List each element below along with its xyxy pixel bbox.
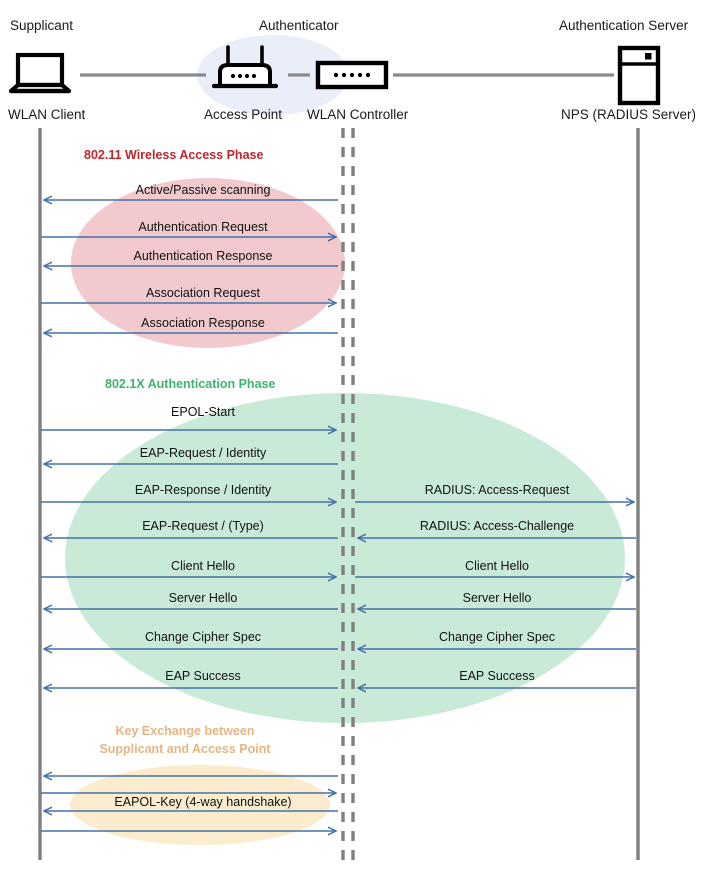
message-label-m10: EAP-Request / (Type) xyxy=(142,519,264,533)
message-label-m02: Authentication Request xyxy=(138,220,268,234)
message-label-m01: Active/Passive scanning xyxy=(135,183,271,197)
message-label-m12: Client Hello xyxy=(171,559,235,573)
message-label-m11: RADIUS: Access-Challenge xyxy=(419,519,575,533)
message-label-m19: EAP Success xyxy=(459,669,535,683)
message-label-m05: Association Response xyxy=(141,316,265,330)
actor-role-supplicant: Supplicant xyxy=(10,18,74,33)
message-label-m04: Association Request xyxy=(146,286,260,300)
switch-icon xyxy=(315,60,389,90)
message-label-m17: Change Cipher Spec xyxy=(438,630,556,644)
message-label-m15: Server Hello xyxy=(462,591,532,605)
message-label-m16: Change Cipher Spec xyxy=(144,630,262,644)
server-icon xyxy=(617,45,661,106)
message-label-m07: EAP-Request / Identity xyxy=(139,446,267,460)
laptop-icon xyxy=(8,52,72,94)
message-label-m22: EAPOL-Key (4-way handshake) xyxy=(114,795,292,809)
phase-label-80211: 802.11 Wireless Access Phase xyxy=(84,148,264,162)
phase-key-ellipse xyxy=(70,765,330,845)
phase-label-key-exchange-line1: Key Exchange between xyxy=(115,724,255,738)
message-label-m18: EAP Success xyxy=(165,669,241,683)
message-label-m08: EAP-Response / Identity xyxy=(134,483,272,497)
message-label-m03: Authentication Response xyxy=(133,249,273,263)
phase-8021x-ellipse xyxy=(65,393,625,723)
message-label-m06: EPOL-Start xyxy=(171,405,235,419)
actor-device-nps: NPS (RADIUS Server) xyxy=(561,107,697,122)
actor-role-authenticator: Authenticator xyxy=(259,18,339,33)
phase-label-key-exchange-line2: Supplicant and Access Point xyxy=(99,742,271,757)
phase-label-8021x: 802.1X Authentication Phase xyxy=(105,377,276,391)
actor-device-wlan-client: WLAN Client xyxy=(8,107,86,122)
message-label-m14: Server Hello xyxy=(168,591,238,605)
actor-device-access-point: Access Point xyxy=(204,107,283,122)
actor-role-auth-server: Authentication Server xyxy=(559,18,689,33)
actor-device-wlan-controller: WLAN Controller xyxy=(307,107,409,122)
authenticator-region-blob xyxy=(197,35,349,115)
wireless-router-icon xyxy=(211,45,279,89)
phase-label-key-exchange: Key Exchange between Supplicant and Acce… xyxy=(95,722,275,758)
message-label-m13: Client Hello xyxy=(465,559,529,573)
message-label-m09: RADIUS: Access-Request xyxy=(424,483,570,497)
phase-80211-ellipse xyxy=(71,178,345,348)
